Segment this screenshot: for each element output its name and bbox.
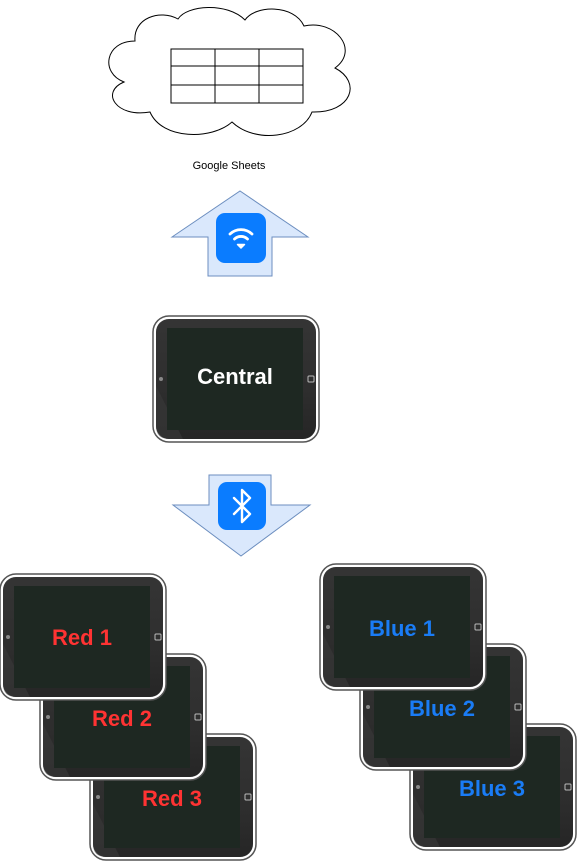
red-3-label: Red 3 (142, 786, 202, 811)
central-label: Central (197, 364, 273, 389)
blue-2-label: Blue 2 (408, 696, 476, 721)
blue-3-label: Blue 3 (458, 776, 526, 801)
spreadsheet-icon (170, 48, 304, 104)
wifi-icon (216, 213, 266, 263)
cloud-caption: Google Sheets (192, 160, 266, 172)
red-1-label: Red 1 (52, 625, 112, 650)
red-2-label: Red 2 (92, 706, 152, 731)
bluetooth-icon (218, 482, 266, 530)
blue-1-label: Blue 1 (368, 616, 436, 641)
